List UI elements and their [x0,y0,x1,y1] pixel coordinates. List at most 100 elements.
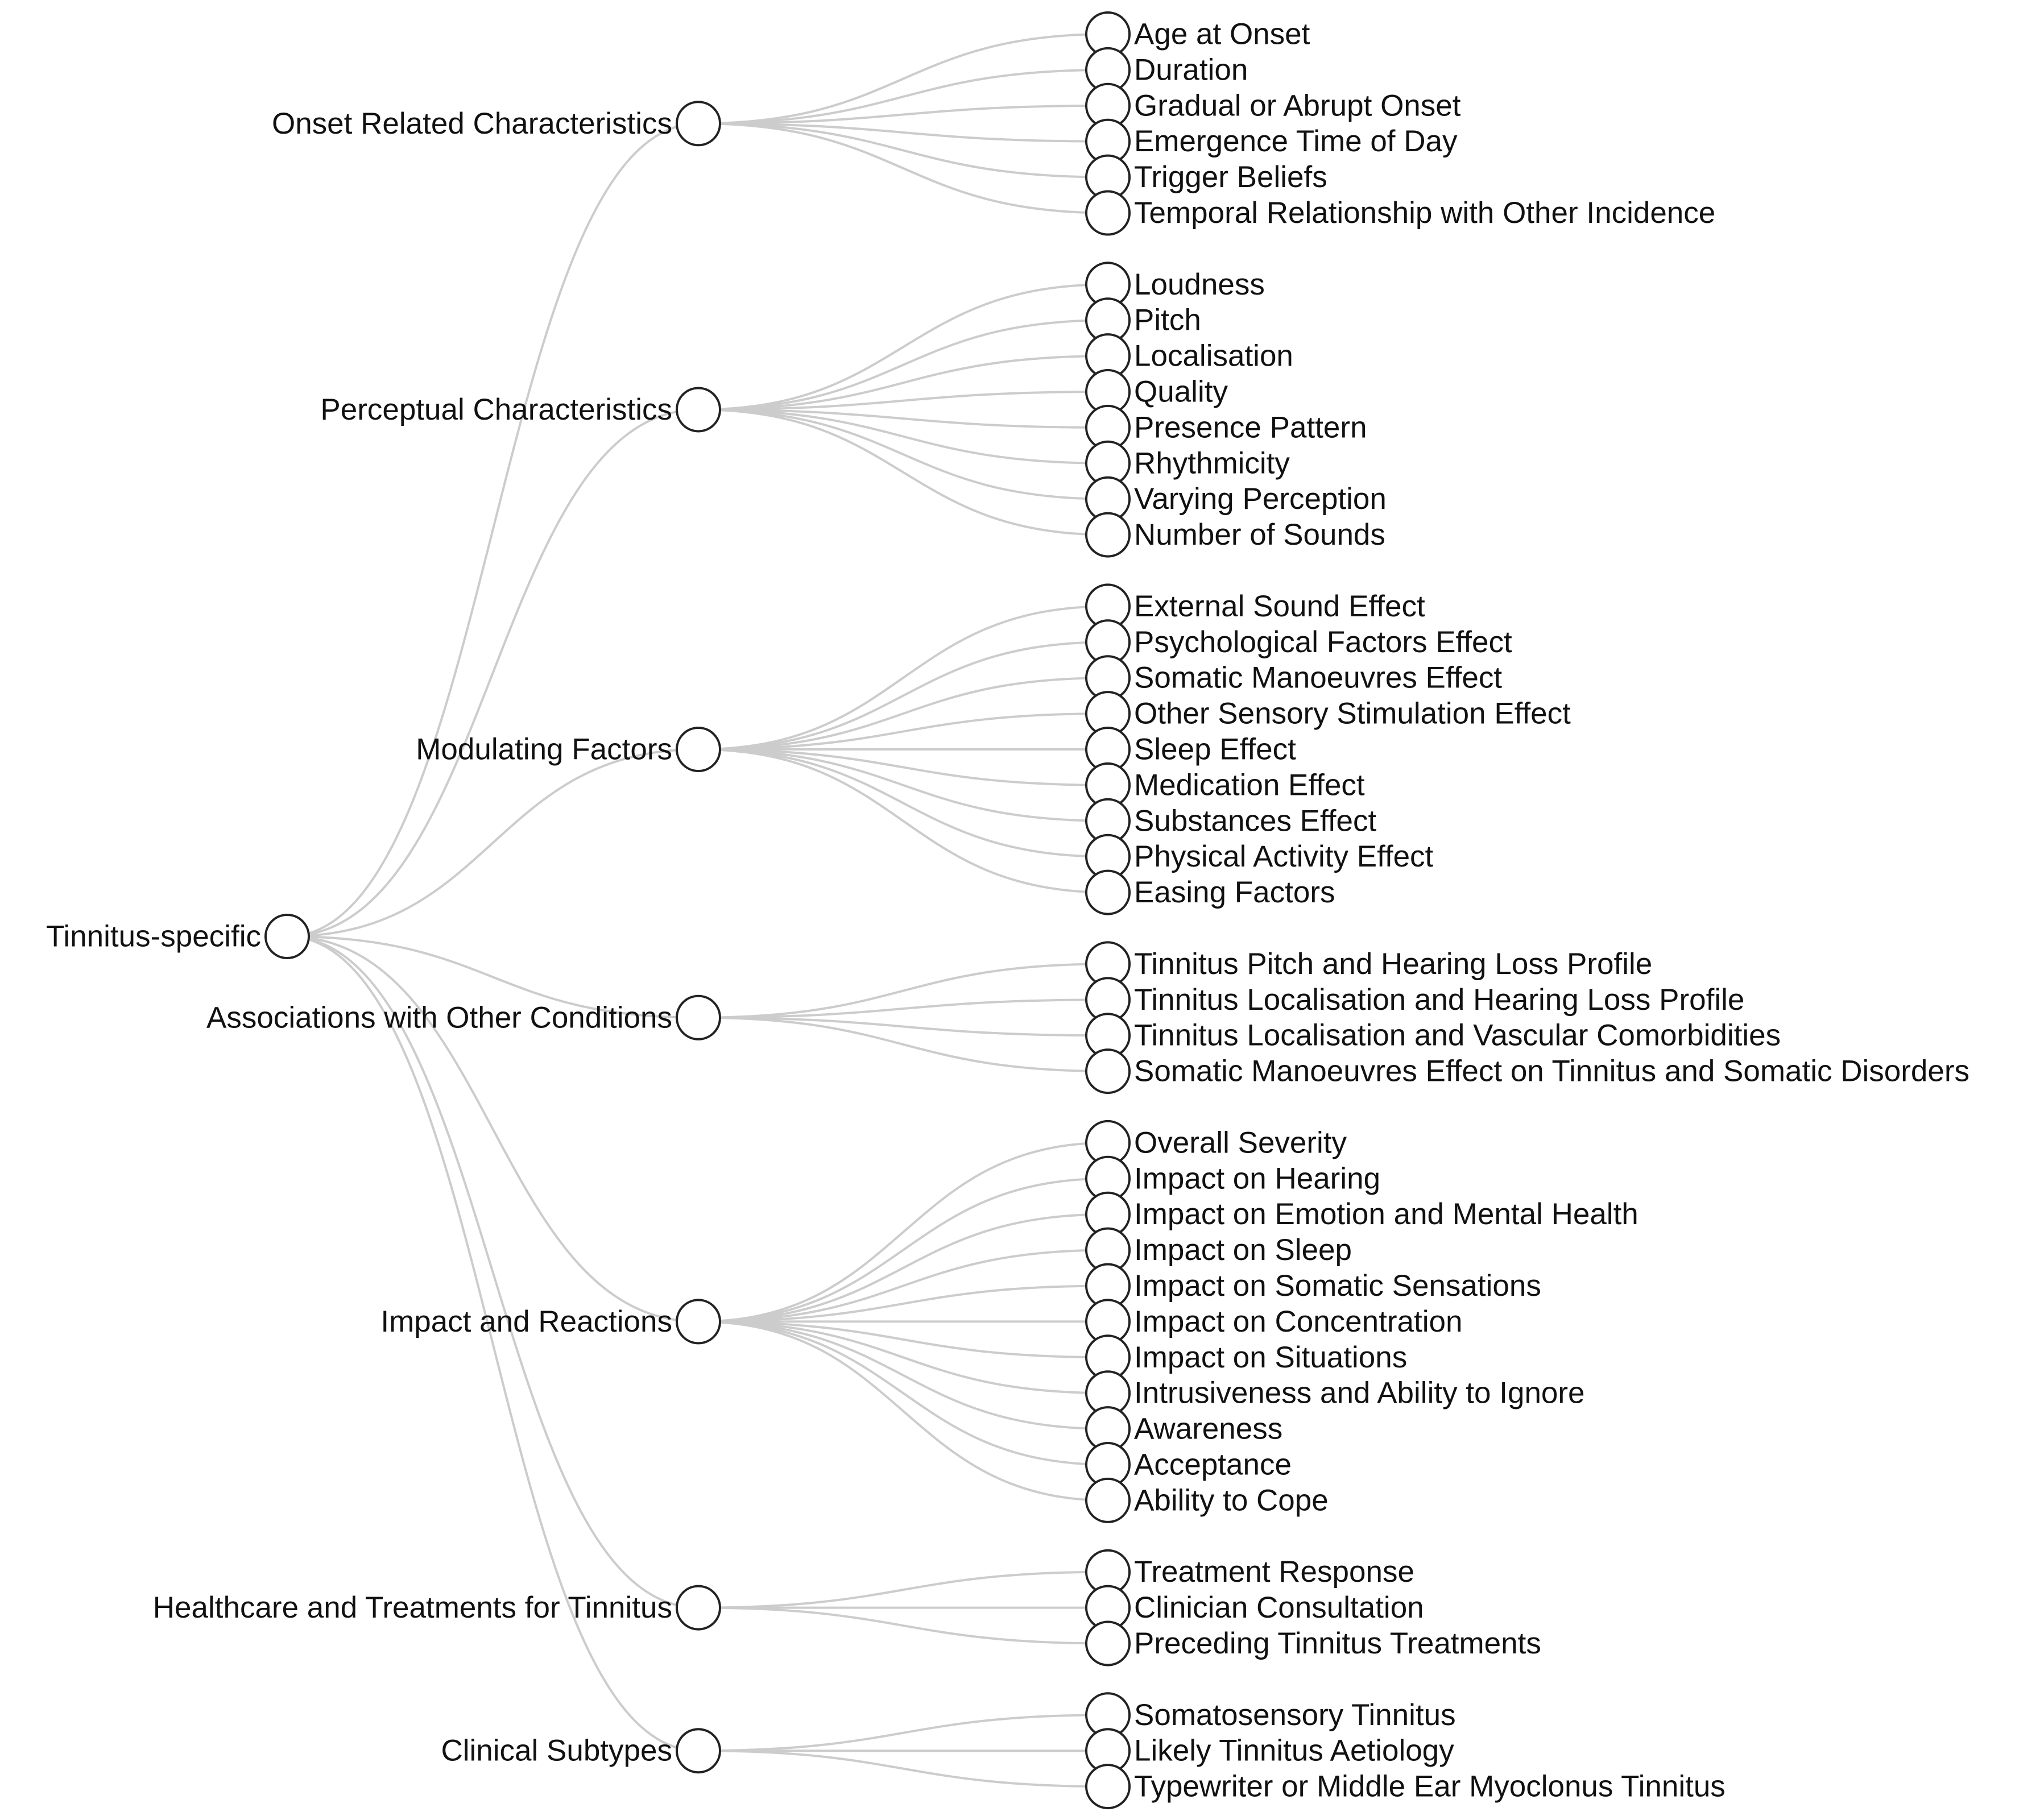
leaf-substances-effect-node[interactable]: Substances Effect [1085,798,1377,844]
tree-link [698,748,1108,822]
leaf-localisation-node[interactable]: Localisation [1085,333,1293,379]
leaf-loudness-node[interactable]: Loudness [1085,262,1265,308]
root-tinnitus-specific-node[interactable]: Tinnitus-specific [46,914,310,959]
node-label: Impact on Emotion and Mental Health [1134,1197,1638,1231]
leaf-emergence-time-of-day-node[interactable]: Emergence Time of Day [1085,118,1458,164]
tree-link [698,1714,1108,1752]
category-perceptual-characteristics-node[interactable]: Perceptual Characteristics [320,387,721,433]
node-circle[interactable] [676,1728,721,1774]
node-label: Tinnitus Pitch and Hearing Loss Profile [1134,947,1652,981]
tree-link [698,1016,1108,1073]
leaf-preceding-tinnitus-treatments-node[interactable]: Preceding Tinnitus Treatments [1085,1620,1541,1666]
node-label: Temporal Relationship with Other Inciden… [1134,196,1715,230]
tree-link [287,408,699,938]
node-circle[interactable] [1085,512,1131,558]
leaf-presence-pattern-node[interactable]: Presence Pattern [1085,404,1367,450]
leaf-tinnitus-localisation-and-hearing-loss-profile-node[interactable]: Tinnitus Localisation and Hearing Loss P… [1085,977,1744,1023]
node-label: Impact on Situations [1134,1341,1407,1374]
leaf-pitch-node[interactable]: Pitch [1085,297,1201,343]
category-clinical-subtypes-node[interactable]: Clinical Subtypes [441,1728,721,1774]
node-label: Tinnitus Localisation and Vascular Comor… [1134,1019,1781,1052]
leaf-impact-on-sleep-node[interactable]: Impact on Sleep [1085,1227,1352,1273]
leaf-temporal-relationship-with-other-incidence-node[interactable]: Temporal Relationship with Other Inciden… [1085,190,1715,236]
leaf-trigger-beliefs-node[interactable]: Trigger Beliefs [1085,154,1327,200]
leaf-somatic-manoeuvres-effect-on-tinnitus-and-somatic-disorders-node[interactable]: Somatic Manoeuvres Effect on Tinnitus an… [1085,1048,1969,1095]
node-label: Loudness [1134,268,1265,301]
node-circle[interactable] [1085,1048,1131,1095]
tree-link [698,122,1108,143]
leaf-impact-on-concentration-node[interactable]: Impact on Concentration [1085,1299,1462,1345]
leaf-awareness-node[interactable]: Awareness [1085,1406,1282,1452]
leaf-likely-tinnitus-aetiology-node[interactable]: Likely Tinnitus Aetiology [1085,1728,1454,1774]
leaf-impact-on-situations-node[interactable]: Impact on Situations [1085,1334,1407,1380]
tree-link [698,408,1108,429]
leaf-ability-to-cope-node[interactable]: Ability to Cope [1085,1477,1329,1523]
category-healthcare-and-treatments-for-tinnitus-node[interactable]: Healthcare and Treatments for Tinnitus [153,1585,721,1631]
leaf-varying-perception-node[interactable]: Varying Perception [1085,476,1387,522]
leaf-other-sensory-stimulation-effect-node[interactable]: Other Sensory Stimulation Effect [1085,691,1571,737]
leaf-intrusiveness-and-ability-to-ignore-node[interactable]: Intrusiveness and Ability to Ignore [1085,1370,1585,1416]
leaf-age-at-onset-node[interactable]: Age at Onset [1085,11,1310,57]
tree-link [698,104,1108,125]
tree-link [698,1320,1108,1431]
leaf-typewriter-or-middle-ear-myoclonus-tinnitus-node[interactable]: Typewriter or Middle Ear Myoclonus Tinni… [1085,1764,1726,1810]
tree-link [698,408,1108,536]
leaf-treatment-response-node[interactable]: Treatment Response [1085,1549,1414,1595]
node-label: Healthcare and Treatments for Tinnitus [153,1591,672,1624]
node-circle[interactable] [676,387,721,433]
leaf-somatosensory-tinnitus-node[interactable]: Somatosensory Tinnitus [1085,1692,1456,1738]
tree-link [698,1284,1108,1323]
leaf-rhythmicity-node[interactable]: Rhythmicity [1085,440,1290,486]
node-label: Impact on Somatic Sensations [1134,1269,1541,1303]
leaf-impact-on-hearing-node[interactable]: Impact on Hearing [1085,1155,1380,1201]
leaf-quality-node[interactable]: Quality [1085,369,1228,414]
node-label: Clinician Consultation [1134,1591,1424,1624]
node-label: Localisation [1134,339,1293,373]
tree-link [698,1320,1108,1502]
node-label: Preceding Tinnitus Treatments [1134,1627,1541,1660]
node-label: Somatic Manoeuvres Effect on Tinnitus an… [1134,1055,1969,1088]
tree-link [698,963,1108,1019]
node-circle[interactable] [264,914,310,959]
tree-link [698,1249,1108,1323]
node-label: Likely Tinnitus Aetiology [1134,1734,1454,1768]
leaf-medication-effect-node[interactable]: Medication Effect [1085,762,1365,808]
leaf-external-sound-effect-node[interactable]: External Sound Effect [1085,583,1425,629]
category-impact-and-reactions-node[interactable]: Impact and Reactions [380,1299,721,1345]
leaf-clinician-consultation-node[interactable]: Clinician Consultation [1085,1585,1424,1631]
node-label: Gradual or Abrupt Onset [1134,89,1461,122]
node-circle[interactable] [1085,869,1131,915]
node-circle[interactable] [676,1585,721,1631]
tree-link [698,391,1108,411]
category-associations-with-other-conditions-node[interactable]: Associations with Other Conditions [206,994,721,1040]
tree-link [698,1570,1108,1609]
node-circle[interactable] [1085,1477,1131,1523]
node-label: Tinnitus Localisation and Hearing Loss P… [1134,983,1744,1017]
node-circle[interactable] [676,994,721,1040]
category-onset-related-characteristics-node[interactable]: Onset Related Characteristics [272,101,721,147]
leaf-impact-on-emotion-and-mental-health-node[interactable]: Impact on Emotion and Mental Health [1085,1191,1638,1237]
node-circle[interactable] [1085,190,1131,236]
leaf-gradual-or-abrupt-onset-node[interactable]: Gradual or Abrupt Onset [1085,82,1461,128]
node-label: External Sound Effect [1134,590,1425,623]
leaf-sleep-effect-node[interactable]: Sleep Effect [1085,727,1296,772]
leaf-tinnitus-pitch-and-hearing-loss-profile-node[interactable]: Tinnitus Pitch and Hearing Loss Profile [1085,941,1652,987]
leaf-tinnitus-localisation-and-vascular-comorbidities-node[interactable]: Tinnitus Localisation and Vascular Comor… [1085,1013,1781,1059]
leaf-duration-node[interactable]: Duration [1085,47,1248,93]
node-circle[interactable] [676,1299,721,1345]
leaf-overall-severity-node[interactable]: Overall Severity [1085,1120,1347,1166]
leaf-easing-factors-node[interactable]: Easing Factors [1085,869,1335,915]
category-modulating-factors-node[interactable]: Modulating Factors [416,727,721,772]
node-circle[interactable] [1085,1764,1131,1810]
leaf-impact-on-somatic-sensations-node[interactable]: Impact on Somatic Sensations [1085,1263,1541,1309]
tree-link [698,408,1108,500]
leaf-somatic-manoeuvres-effect-node[interactable]: Somatic Manoeuvres Effect [1085,655,1502,701]
tree-link [698,748,1108,894]
node-circle[interactable] [676,727,721,772]
node-circle[interactable] [676,101,721,147]
leaf-psychological-factors-effect-node[interactable]: Psychological Factors Effect [1085,619,1512,665]
leaf-number-of-sounds-node[interactable]: Number of Sounds [1085,512,1385,558]
node-circle[interactable] [1085,1620,1131,1666]
leaf-physical-activity-effect-node[interactable]: Physical Activity Effect [1085,834,1434,880]
